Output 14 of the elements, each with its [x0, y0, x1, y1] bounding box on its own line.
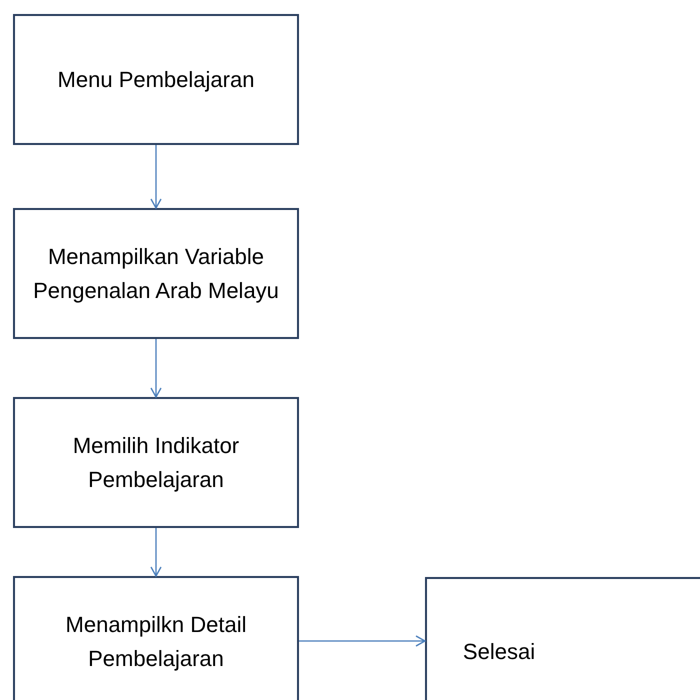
process-box [13, 14, 299, 145]
box-label: Menu Pembelajaran [58, 66, 254, 94]
process-box [13, 397, 299, 528]
box-label: Menampilkn Detail Pembelajaran [64, 611, 248, 673]
process-box [13, 576, 299, 700]
box-label: Selesai [462, 638, 536, 666]
arrow [150, 339, 162, 398]
process-box [425, 577, 700, 700]
process-box [13, 208, 299, 339]
box-label: Menampilkan Variable Pengenalan Arab Melayu [32, 242, 280, 305]
arrow [150, 528, 162, 577]
arrow [150, 145, 162, 209]
box-label: Memilih Indikator Pembelajaran [72, 432, 240, 494]
arrow [299, 635, 426, 647]
